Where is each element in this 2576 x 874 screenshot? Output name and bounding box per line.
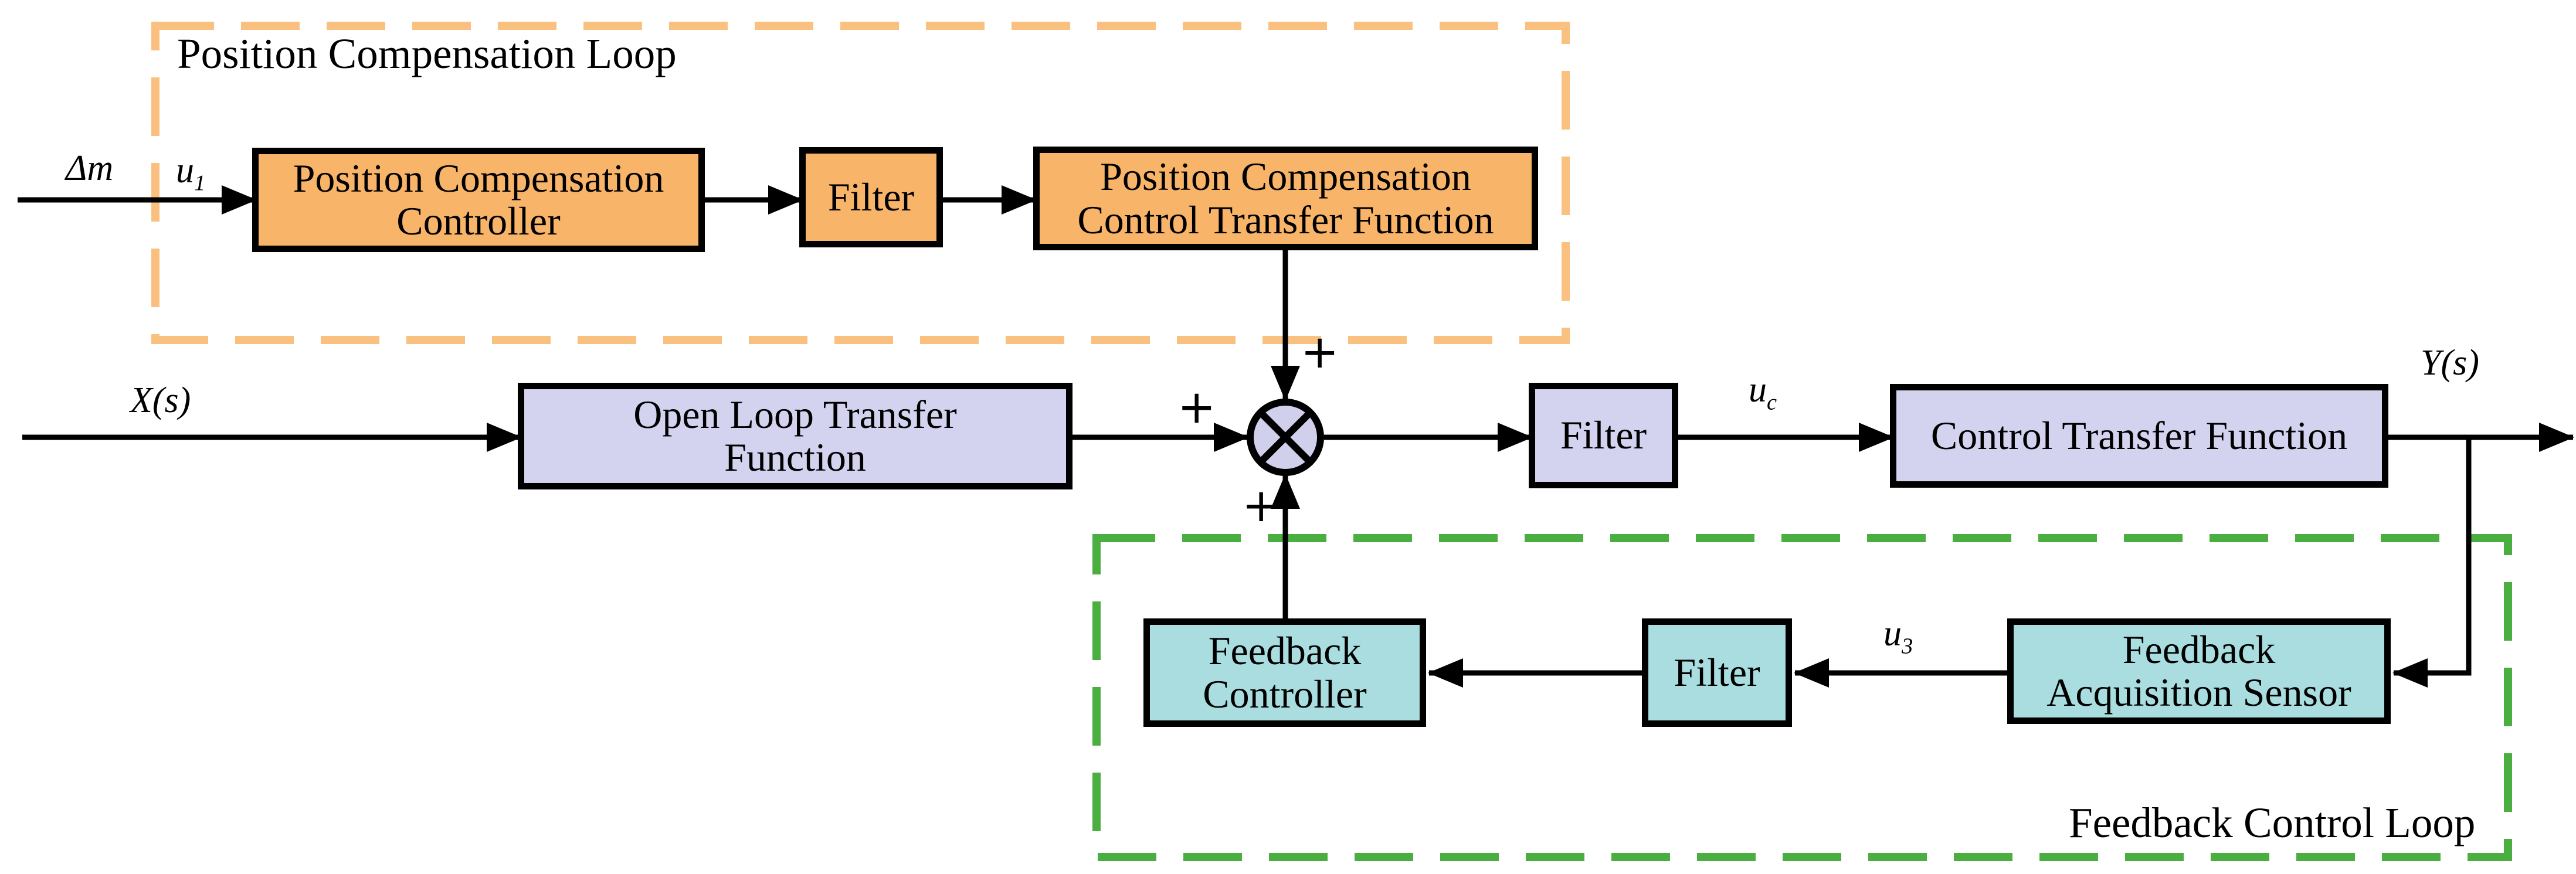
plus-sign-left-input: + [1177, 381, 1216, 434]
plus-sign-top-input: + [1301, 326, 1339, 379]
wire-output-branch-to-sensor [2392, 437, 2472, 688]
summing-junction [1247, 399, 1324, 476]
signal-sub: 1 [194, 171, 206, 196]
block-control-transfer-function: Control Transfer Function [1890, 384, 2388, 488]
signal-label-u3: u3 [1883, 613, 1913, 659]
block-control-filter: Filter [1529, 383, 1678, 488]
signal-label-x-of-s: X(s) [130, 380, 191, 426]
feedback-control-loop-label: Feedback Control Loop [2069, 799, 2476, 846]
signal-label-delta-m: Δm [66, 148, 113, 193]
plus-sign-bottom-input: + [1242, 479, 1281, 532]
signal-base: Y(s) [2421, 343, 2479, 383]
block-position-filter: Filter [799, 147, 943, 247]
position-compensation-loop-label: Position Compensation Loop [177, 30, 677, 77]
block-label: Feedback Acquisition Sensor [2046, 627, 2351, 715]
block-open-loop-transfer-function: Open Loop Transfer Function [518, 383, 1073, 489]
block-position-compensation-control-transfer-function: Position Compensation Control Transfer F… [1033, 147, 1538, 250]
block-feedback-acquisition-sensor: Feedback Acquisition Sensor [2007, 618, 2391, 724]
block-label: Filter [1560, 413, 1647, 458]
position-compensation-loop-boundary [151, 22, 1570, 344]
block-feedback-filter: Filter [1642, 618, 1792, 727]
signal-base: u [1883, 614, 1902, 654]
signal-label-u1: u1 [176, 150, 205, 196]
block-label: Control Transfer Function [1930, 413, 2348, 458]
block-label: Filter [827, 174, 915, 219]
signal-base: u [176, 151, 194, 191]
signal-base: u [1749, 370, 1767, 410]
feedback-control-loop-boundary [1092, 534, 2512, 861]
signal-label-y-of-s: Y(s) [2421, 342, 2479, 388]
block-feedback-controller: Feedback Controller [1143, 618, 1426, 727]
block-label: Filter [1674, 649, 1760, 695]
block-label: Feedback Controller [1203, 628, 1367, 716]
signal-sub: c [1767, 390, 1777, 415]
signal-base: X(s) [130, 380, 191, 420]
block-label: Position Compensation Controller [293, 155, 664, 243]
signal-sub: 3 [1902, 634, 1913, 659]
block-position-compensation-controller: Position Compensation Controller [252, 148, 705, 252]
signal-label-uc: uc [1749, 369, 1777, 415]
block-label: Open Loop Transfer Function [633, 392, 957, 479]
block-label: Position Compensation Control Transfer F… [1077, 154, 1494, 242]
signal-base: Δm [66, 148, 114, 188]
